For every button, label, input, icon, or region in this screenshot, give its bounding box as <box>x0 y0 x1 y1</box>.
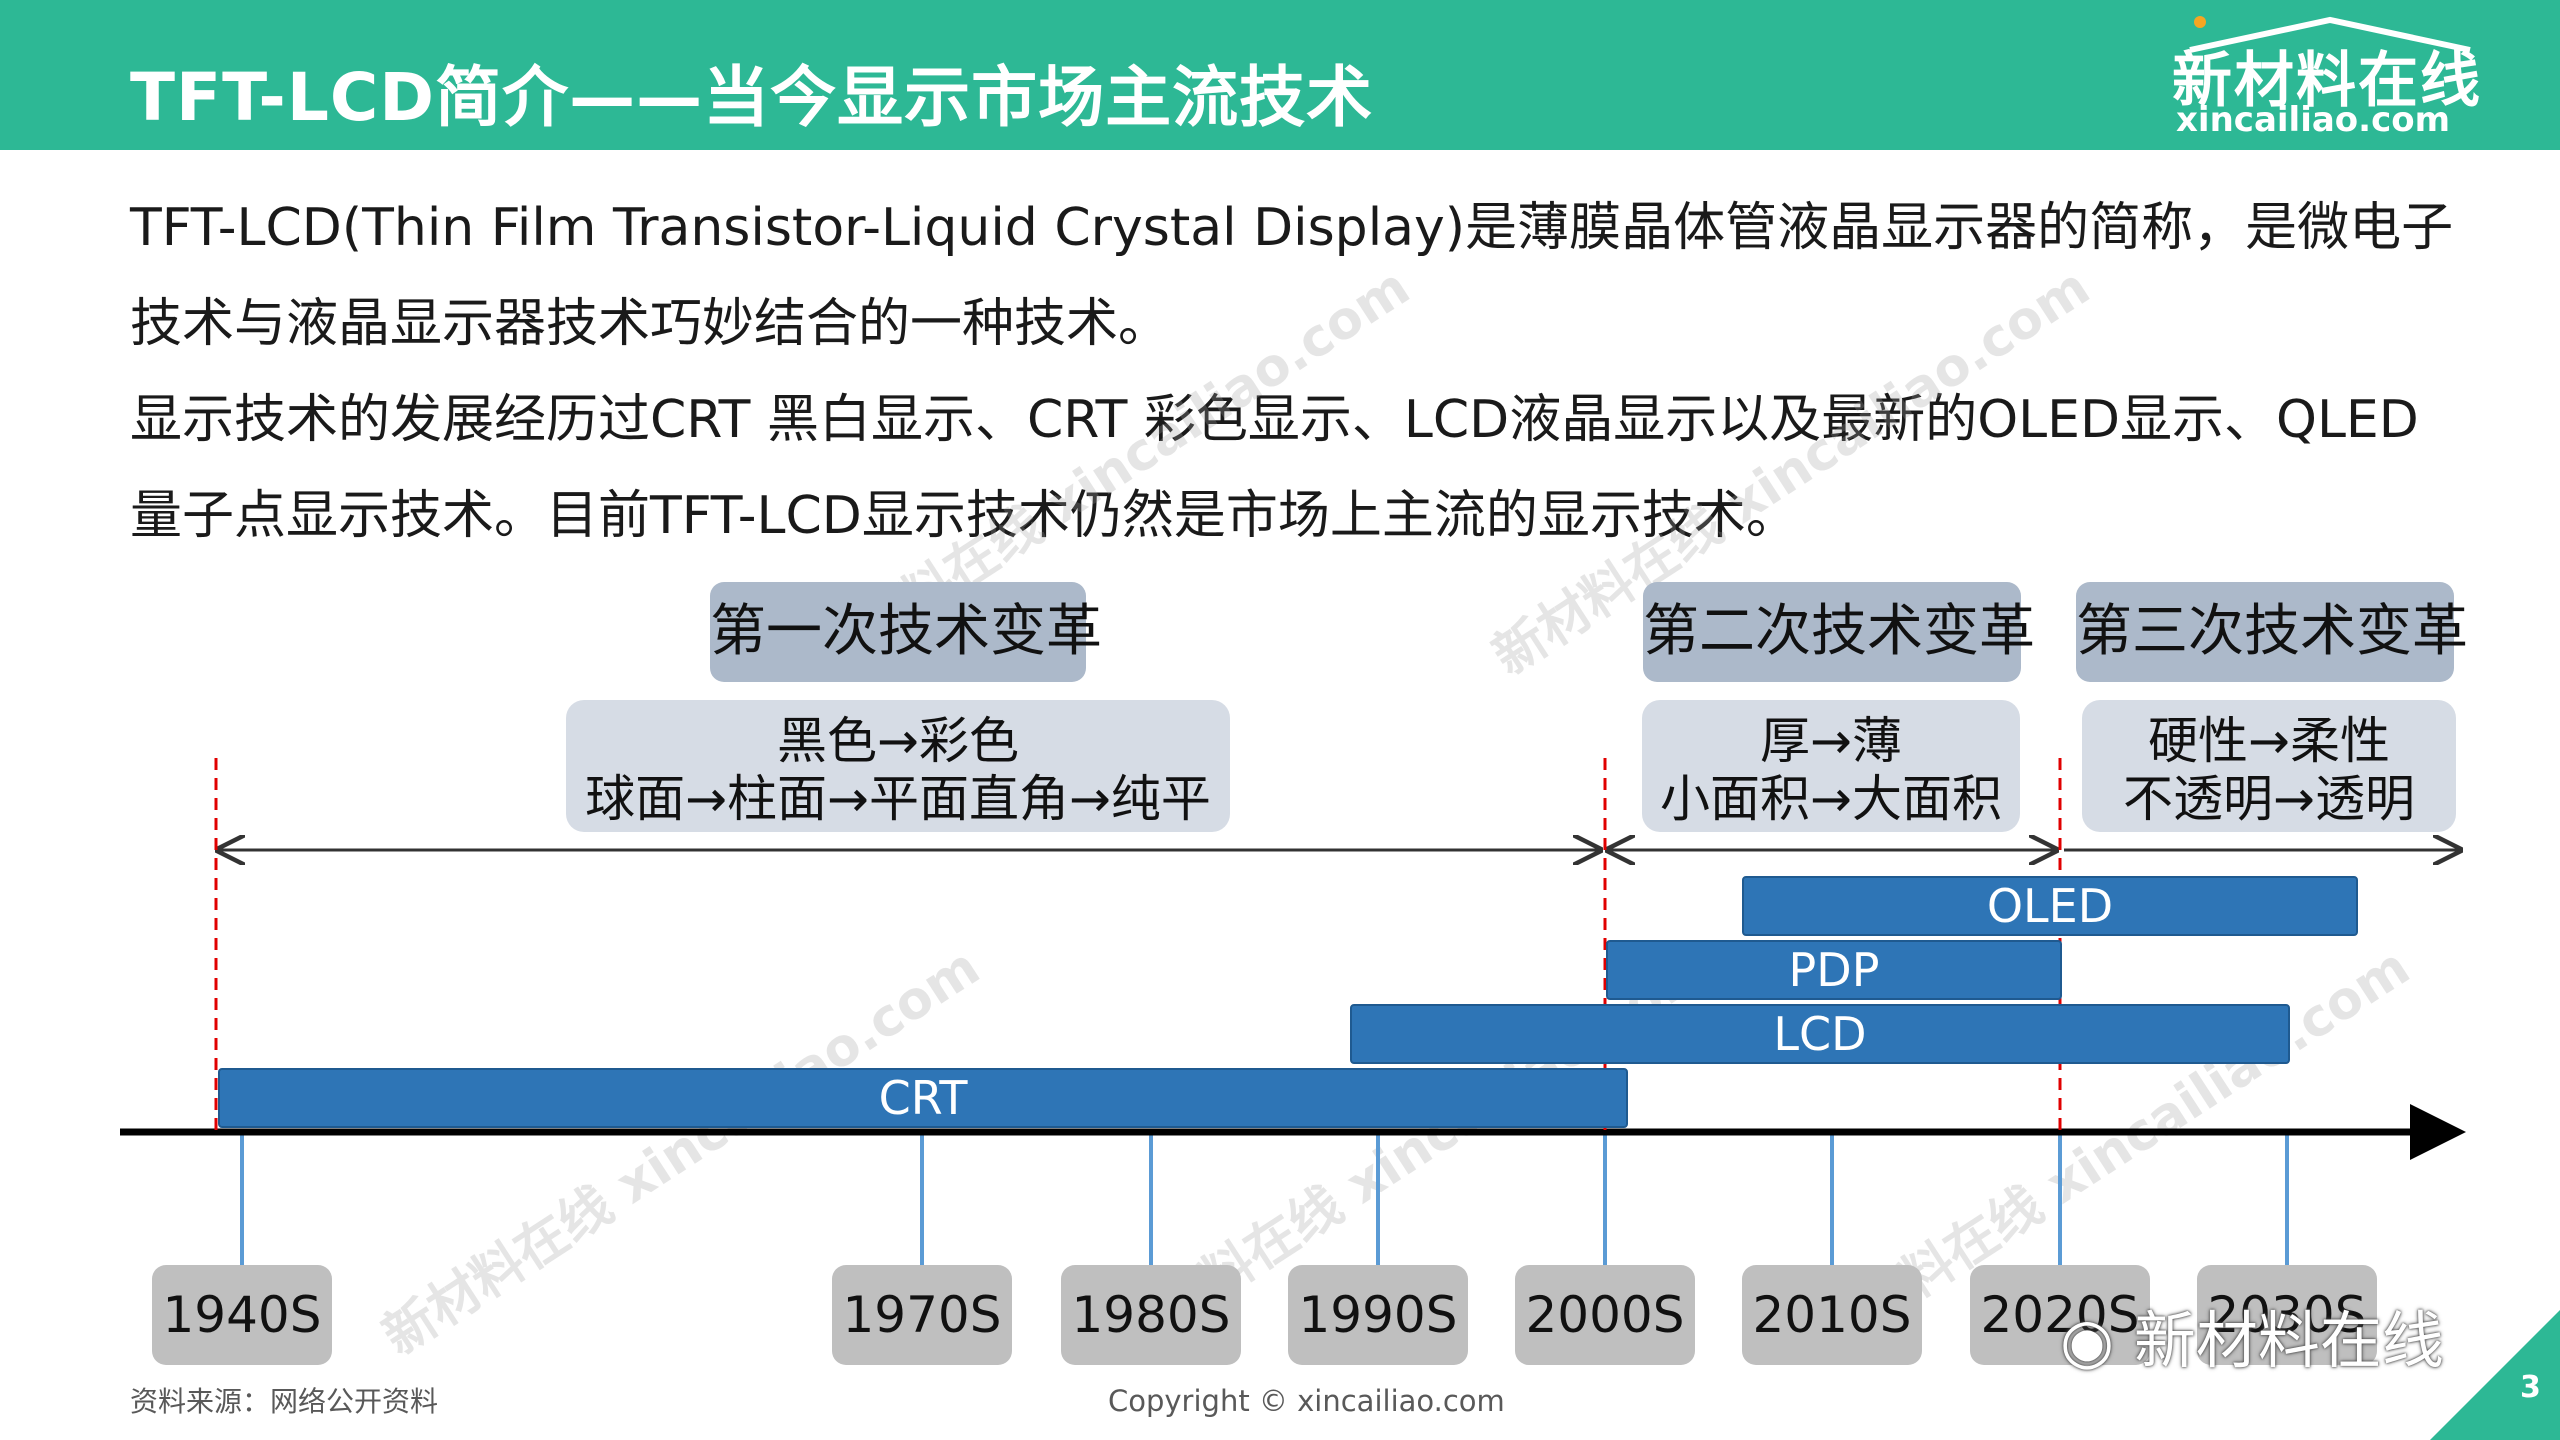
era-third-revolution-label: 第三次技术变革 <box>2076 582 2468 682</box>
brand-logo-text: 新材料在线 <box>2172 46 2482 116</box>
year-label-1990s: 1990S <box>1288 1265 1468 1365</box>
copyright-note: Copyright © xincailiao.com <box>1108 1384 1505 1418</box>
source-note: 资料来源：网络公开资料 <box>130 1385 439 1418</box>
era-third-line-1: 硬性→柔性 <box>2148 712 2390 770</box>
house-roof-icon <box>2189 16 2471 53</box>
year-label-2020s: 2020S <box>1970 1265 2150 1365</box>
era-third-line-2: 不透明→透明 <box>2123 770 2415 828</box>
era-second-description: 厚→薄 小面积→大面积 <box>1642 700 2020 832</box>
era-second-line-1: 厚→薄 <box>1760 712 1902 770</box>
intro-paragraph-history: 显示技术的发展经历过CRT 黑白显示、CRT 彩色显示、LCD液晶显示以及最新的… <box>130 390 2419 546</box>
brand-logo-domain: xincailiao.com <box>2176 100 2451 140</box>
era-first-revolution-label: 第一次技术变革 <box>710 582 1102 682</box>
year-label-2030s: 2030S <box>2197 1265 2377 1365</box>
era-first-line-2: 球面→柱面→平面直角→纯平 <box>585 770 1211 828</box>
tech-bar-pdp: PDP <box>1606 940 2062 1000</box>
wechat-account-mark: ◉ 新材料在线 <box>2060 1304 2444 1377</box>
tech-bar-oled: OLED <box>1742 876 2358 936</box>
tech-bar-lcd: LCD <box>1350 1004 2290 1064</box>
era-second-line-2: 小面积→大面积 <box>1660 770 2002 828</box>
page-number: 3 <box>2520 1370 2541 1405</box>
year-label-2010s: 2010S <box>1742 1265 1922 1365</box>
slide-title: TFT-LCD简介——当今显示市场主流技术 <box>130 59 1374 136</box>
tech-bar-crt: CRT <box>218 1068 1628 1128</box>
year-label-1970s: 1970S <box>832 1265 1012 1365</box>
year-label-1980s: 1980S <box>1061 1265 1241 1365</box>
era-first-description: 黑色→彩色 球面→柱面→平面直角→纯平 <box>566 700 1230 832</box>
year-label-1940s: 1940S <box>152 1265 332 1365</box>
year-label-2000s: 2000S <box>1515 1265 1695 1365</box>
page-corner-triangle <box>2430 1310 2560 1440</box>
era-second-revolution-label: 第二次技术变革 <box>1643 582 2035 682</box>
intro-paragraph-definition: TFT-LCD(Thin Film Transistor-Liquid Crys… <box>130 198 2454 354</box>
era-third-description: 硬性→柔性 不透明→透明 <box>2082 700 2456 832</box>
header-band <box>0 0 2560 150</box>
wechat-icon: ◉ <box>2060 1304 2115 1377</box>
era-first-line-1: 黑色→彩色 <box>777 712 1019 770</box>
